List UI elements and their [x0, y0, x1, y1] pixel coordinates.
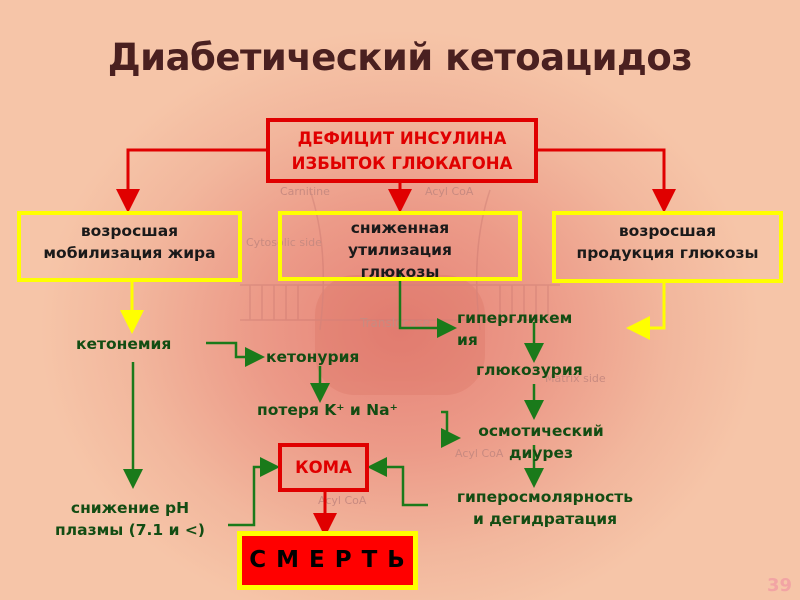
osmotic-diuresis-line1: осмотический: [478, 422, 604, 440]
glucosuria-label: глюкозурия: [476, 361, 583, 379]
glucose-production-line2: продукция глюкозы: [576, 244, 759, 262]
arrow-ketonemia-to-ketonuria: [206, 341, 265, 367]
bg-text-acyl-coa-1: Acyl CoA: [425, 185, 474, 198]
glucose-utilization-line2: утилизация: [348, 241, 452, 259]
glucose-utilization-box: сниженная утилизация глюкозы: [278, 211, 522, 281]
hyperosmolarity-line2: и дегидратация: [472, 510, 618, 528]
arrow-glucose-prod-to-hyperglycemia: [626, 283, 666, 340]
bg-text-cytosolic: Cytosolic side: [246, 236, 322, 249]
glucose-utilization-line1: сниженная: [350, 219, 450, 237]
bg-text-translocase: Translocase: [360, 316, 430, 330]
ph-decrease-line1: снижение pH: [70, 499, 190, 517]
arrow-ph-to-coma: [228, 457, 280, 527]
bg-text-acyl-coa-2: Acyl CoA: [455, 447, 504, 460]
hyperglycemia-label: гипергликем ия: [457, 307, 572, 351]
arrow-top-to-left: [116, 148, 266, 213]
page-number: 39: [766, 575, 792, 596]
arrow-kna-to-osmotic: [441, 410, 461, 448]
insulin-deficiency-box: ДЕФИЦИТ ИНСУЛИНА ИЗБЫТОК ГЛЮКАГОНА: [266, 118, 538, 183]
glucose-utilization-line3: глюкозы: [360, 263, 440, 281]
slide-title: Диабетический кетоацидоз: [107, 36, 693, 79]
glucagon-excess-text: ИЗБЫТОК ГЛЮКАГОНА: [291, 154, 513, 173]
ph-decrease-line2: плазмы (7.1 и <): [55, 521, 205, 539]
hyperosmolarity-label: гиперосмолярность и дегидратация: [430, 486, 660, 530]
k-na-loss-label: потеря K⁺ и Na⁺: [257, 401, 398, 419]
insulin-deficiency-text: ДЕФИЦИТ ИНСУЛИНА: [297, 129, 507, 148]
hyperglycemia-line2: ия: [457, 331, 478, 349]
arrow-top-to-right: [538, 148, 676, 213]
glucose-production-line1: возросшая: [618, 222, 717, 240]
arrow-utilization-to-hyperglycemia: [398, 270, 457, 338]
fat-mobilization-line1: возросшая: [80, 222, 179, 240]
coma-text: КОМА: [295, 458, 352, 477]
hyperglycemia-line1: гипергликем: [457, 309, 573, 327]
ketonemia-label: кетонемия: [76, 335, 172, 353]
bg-text-matrix: Matrix side: [545, 372, 606, 385]
death-text: С М Е Р Т Ь: [249, 547, 406, 573]
arrow-hyperosm-to-coma: [367, 457, 428, 507]
coma-box: КОМА: [278, 443, 369, 492]
bg-text-acyl-coa-3: Acyl CoA: [318, 494, 367, 507]
fat-mobilization-line2: мобилизация жира: [43, 244, 216, 262]
osmotic-diuresis-line2: диурез: [508, 444, 574, 462]
ph-decrease-label: снижение pH плазмы (7.1 и <): [30, 497, 230, 541]
hyperosmolarity-line1: гиперосмолярность: [456, 488, 634, 506]
death-box: С М Е Р Т Ь: [237, 531, 418, 590]
glucose-production-box: возросшая продукция глюкозы: [552, 211, 783, 283]
fat-mobilization-box: возросшая мобилизация жира: [17, 211, 242, 282]
bg-text-carnitine: Carnitine: [280, 185, 330, 198]
osmotic-diuresis-label: осмотический диурез: [458, 420, 624, 464]
ketonuria-label: кетонурия: [266, 348, 360, 366]
